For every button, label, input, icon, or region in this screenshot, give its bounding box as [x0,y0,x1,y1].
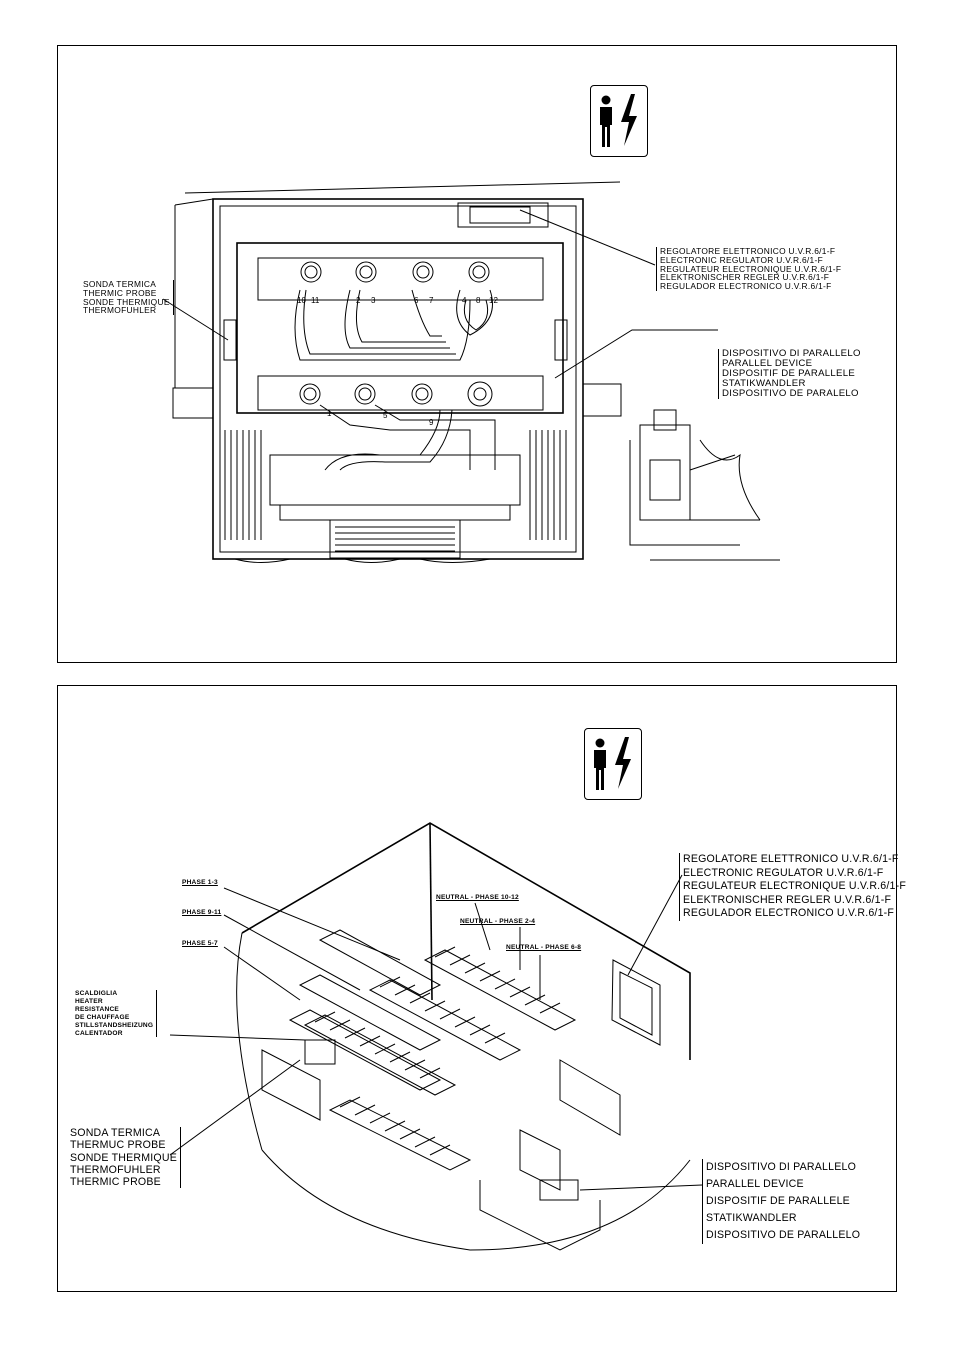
thermal-probe-label-bottom-3: SONDE THERMIQUE [70,1151,177,1164]
parallel-device-label-bottom-1: DISPOSITIVO DI PARALLELO [706,1161,857,1173]
thermal-probe-label-bottom-2: THERMUC PROBE [70,1139,166,1152]
thermal-probe-label-top: SONDA TERMICA THERMIC PROBE SONDE THERMI… [83,279,174,316]
terminal-number-12: 12 [489,296,498,305]
regulator-label-top-4: ELEKTRONISCHER REGLER U.V.R.6/1-F [660,272,830,283]
terminal-number-11: 11 [311,296,320,305]
parallel-device-label-top: DISPOSITIVO DI PARALLELO PARALLEL DEVICE… [718,348,861,400]
thermal-probe-label-bottom-4: THERMOFUHLER [70,1163,161,1176]
neutral-10-12-label: NEUTRAL - PHASE 10-12 [436,894,519,901]
heater-label-6: CALENTADOR [75,1029,123,1037]
phase-5-7-label: PHASE 5-7 [182,940,218,947]
regulator-label-bottom-2: ELECTRONIC REGULATOR U.V.R.6/1-F [683,866,884,879]
parallel-device-label-bottom: DISPOSITIVO DI PARALLELO PARALLEL DEVICE… [702,1159,860,1244]
thermal-probe-label-bottom: SONDA TERMICA THERMUC PROBE SONDE THERMI… [70,1127,181,1189]
parallel-device-label-top-3: DISPOSITIF DE PARALLELE [722,368,856,380]
terminal-number-5: 5 [383,411,388,420]
heater-label-3: RESISTANCE [75,1005,120,1013]
thermal-probe-label-top-4: THERMOFUHLER [83,305,157,316]
regulator-label-top-3: REGULATEUR ELECTRONIQUE U.V.R.6/1-F [660,263,842,274]
parallel-device-label-top-4: STATIKWANDLER [722,378,806,390]
terminal-number-10: 10 [297,296,306,305]
heater-label-2: HEATER [75,997,103,1005]
regulator-label-top-1: REGOLATORE ELETTRONICO U.V.R.6/1-F [660,246,836,256]
terminal-number-4: 4 [462,296,467,305]
parallel-device-label-top-1: DISPOSITIVO DI PARALLELO [722,348,861,359]
heater-label-5: STILLSTANDSHEIZUNG [75,1021,154,1029]
heater-label-1: SCALDIGLIA [75,990,118,997]
heater-label-4: DE CHAUFFAGE [75,1013,130,1021]
terminal-number-7: 7 [429,296,434,305]
neutral-2-4-label: NEUTRAL - PHASE 2-4 [460,918,536,925]
thermal-probe-label-top-3: SONDE THERMIQUE [83,296,170,307]
thermal-probe-label-bottom-1: SONDA TERMICA [70,1127,161,1139]
thermal-probe-label-top-1: SONDA TERMICA [83,279,157,289]
electrical-hazard-icon [590,85,648,157]
heater-label: SCALDIGLIA HEATER RESISTANCE DE CHAUFFAG… [75,990,158,1038]
parallel-device-label-bottom-5: DISPOSITIVO DE PARALLELO [706,1228,861,1241]
parallel-device-label-top-2: PARALLEL DEVICE [722,358,813,370]
regulator-label-top: REGOLATORE ELETTRONICO U.V.R.6/1-F ELECT… [656,246,842,292]
parallel-device-label-top-5: DISPOSITIVO DE PARALELO [722,388,859,400]
parallel-device-label-bottom-2: PARALLEL DEVICE [706,1177,804,1190]
neutral-6-8-label: NEUTRAL - PHASE 6-8 [506,944,582,951]
thermal-probe-label-bottom-5: THERMIC PROBE [70,1176,161,1189]
regulator-label-bottom-1: REGOLATORE ELETTRONICO U.V.R.6/1-F [683,853,899,865]
terminal-number-3: 3 [371,296,376,305]
terminal-number-1: 1 [327,409,332,418]
phase-9-11-label: PHASE 9-11 [182,909,222,916]
parallel-device-label-bottom-3: DISPOSITIF DE PARALLELE [706,1194,850,1207]
regulator-label-top-2: ELECTRONIC REGULATOR U.V.R.6/1-F [660,254,824,265]
phase-1-3-label: PHASE 1-3 [182,879,218,886]
regulator-label-top-5: REGULADOR ELECTRONICO U.V.R.6/1-F [660,281,832,292]
regulator-label-bottom-4: ELEKTRONISCHER REGLER U.V.R.6/1-F [683,893,892,906]
thermal-probe-label-top-2: THERMIC PROBE [83,287,157,298]
terminal-number-8: 8 [476,296,481,305]
parallel-device-label-bottom-4: STATIKWANDLER [706,1211,797,1224]
terminal-number-6: 6 [414,296,419,305]
regulator-label-bottom-3: REGULATEUR ELECTRONIQUE U.V.R.6/1-F [683,880,907,893]
electrical-hazard-icon-bottom [584,728,642,800]
regulator-label-bottom-5: REGULADOR ELECTRONICO U.V.R.6/1-F [683,907,895,920]
terminal-number-9: 9 [429,418,434,427]
terminal-number-2: 2 [356,296,361,305]
regulator-label-bottom: REGOLATORE ELETTRONICO U.V.R.6/1-F ELECT… [679,853,906,921]
